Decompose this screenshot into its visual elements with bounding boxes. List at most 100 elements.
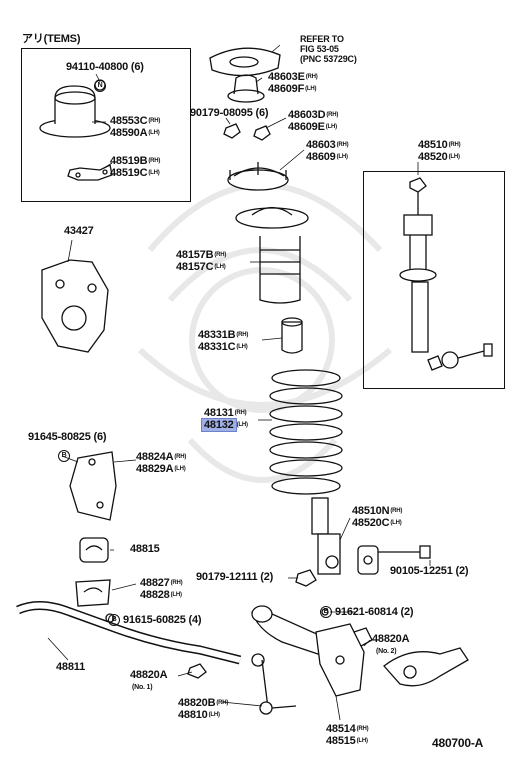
label-48510-text: 48510 xyxy=(418,139,448,151)
tag-lh: (LH) xyxy=(236,422,248,428)
label-48519b-text: 48519B xyxy=(110,155,148,167)
tag-rh: (RH) xyxy=(390,508,403,514)
label-90179-12111: 90179-12111 (2) xyxy=(196,571,274,583)
bump-stopper xyxy=(281,317,303,354)
components xyxy=(16,47,493,715)
tag-lh: (LH) xyxy=(325,124,337,130)
dust-boot xyxy=(235,206,309,304)
refer-line3: (PNC 53729C) xyxy=(300,54,357,64)
label-48820a-no1-text: 48820A xyxy=(130,669,168,681)
tag-rh: (RH) xyxy=(214,252,227,258)
label-48331b: 48331B(RH) xyxy=(198,330,248,341)
tag-lh: (LH) xyxy=(214,264,226,270)
label-48603e: 48603E(RH) xyxy=(268,72,318,83)
stabilizer-link xyxy=(251,653,297,715)
label-90179-08095: 90179-08095 (6) xyxy=(190,107,269,119)
tag-rh: (RH) xyxy=(234,410,247,416)
tag-lh: (LH) xyxy=(148,170,160,176)
label-48520c: 48520C(LH) xyxy=(352,518,402,529)
label-48131: 48131(RH) xyxy=(204,408,247,419)
label-48609-text: 48609 xyxy=(306,151,336,163)
label-48514-text: 48514 xyxy=(326,723,356,735)
nut-48820a-no1 xyxy=(187,663,207,679)
label-48157c-text: 48157C xyxy=(176,261,214,273)
refer-note: REFER TO FIG 53-05 (PNC 53729C) xyxy=(300,34,357,64)
shock-absorber-main xyxy=(311,497,341,575)
label-48609e: 48609E(LH) xyxy=(288,122,337,133)
label-48603e-text: 48603E xyxy=(268,71,305,83)
watermark-emblem xyxy=(137,182,392,483)
label-48815: 48815 xyxy=(130,543,160,555)
label-48520c-text: 48520C xyxy=(352,517,390,529)
tag-rh: (RH) xyxy=(170,580,183,586)
label-48820a-no1: 48820A xyxy=(130,669,168,681)
label-48824a-text: 48824A xyxy=(136,451,174,463)
label-48515: 48515(LH) xyxy=(326,736,368,747)
label-48157b: 48157B(RH) xyxy=(176,250,226,261)
label-48824a: 48824A(RH) xyxy=(136,452,186,463)
coil-spring xyxy=(269,369,343,495)
label-48827-text: 48827 xyxy=(140,577,170,589)
tag-lh: (LH) xyxy=(236,344,248,350)
tag-rh: (RH) xyxy=(356,726,369,732)
tag-lh: (LH) xyxy=(148,130,160,136)
nut-small-2 xyxy=(253,125,271,141)
label-48331c-text: 48331C xyxy=(198,341,236,353)
tag-rh: (RH) xyxy=(148,118,161,124)
label-48820b: 48820B(RH) xyxy=(178,698,228,709)
label-48157c: 48157C(LH) xyxy=(176,262,226,273)
tag-rh: (RH) xyxy=(326,112,339,118)
label-91645: 91645-80825 (6) xyxy=(28,431,107,443)
label-94110: 94110-40800 (6) xyxy=(66,61,144,73)
stabilizer-bracket xyxy=(69,451,117,521)
label-48609: 48609(LH) xyxy=(306,152,348,163)
label-43427: 43427 xyxy=(64,225,94,237)
tag-rh: (RH) xyxy=(305,74,318,80)
tag-no1: (No. 1) xyxy=(132,684,153,691)
b-circle-icon: B xyxy=(108,614,120,626)
tag-lh: (LH) xyxy=(174,466,186,472)
tag-rh: (RH) xyxy=(216,700,229,706)
label-48331b-text: 48331B xyxy=(198,329,236,341)
label-48829a-text: 48829A xyxy=(136,463,174,475)
b-circle-icon: B xyxy=(320,606,332,618)
label-48820a-no2-text: 48820A xyxy=(372,633,410,645)
tag-lh: (LH) xyxy=(356,738,368,744)
tag-rh: (RH) xyxy=(336,142,349,148)
label-48827: 48827(RH) xyxy=(140,577,183,589)
label-48828: 48828(LH) xyxy=(140,590,182,601)
knuckle-bracket xyxy=(315,623,365,697)
tag-lh: (LH) xyxy=(305,86,317,92)
tag-rh: (RH) xyxy=(174,454,187,460)
label-48510n-text: 48510N xyxy=(352,505,390,517)
tag-lh: (LH) xyxy=(390,520,402,526)
tag-lh: (LH) xyxy=(208,712,220,718)
label-48603-text: 48603 xyxy=(306,139,336,151)
label-48811: 48811 xyxy=(56,661,85,673)
label-48820a-no2: 48820A xyxy=(372,633,410,645)
label-48820b-text: 48820B xyxy=(178,697,216,709)
n-circle-icon: N xyxy=(94,80,106,92)
nut-90179-12111 xyxy=(295,569,317,587)
tag-lh: (LH) xyxy=(336,154,348,160)
label-91621-text: 91621-60814 (2) xyxy=(335,605,414,618)
bolt-90105 xyxy=(378,545,431,559)
label-48603d-text: 48603D xyxy=(288,109,326,121)
b-badge-1: B xyxy=(58,450,73,462)
label-48829a: 48829A(LH) xyxy=(136,464,186,475)
refer-line2: FIG 53-05 xyxy=(300,44,339,54)
tag-no2: (No. 2) xyxy=(376,648,397,655)
stabilizer-bushing xyxy=(79,537,109,563)
tems-box xyxy=(21,48,191,202)
label-48510: 48510(RH) xyxy=(418,139,461,151)
label-48132-highlighted[interactable]: 48132 xyxy=(201,418,237,432)
label-48828-text: 48828 xyxy=(140,589,170,601)
bracket-43427 xyxy=(41,259,109,353)
label-48609f-text: 48609F xyxy=(268,83,305,95)
tems-bracket xyxy=(67,164,113,181)
label-48157b-text: 48157B xyxy=(176,249,214,261)
label-48132[interactable]: 48132(LH) xyxy=(201,418,248,432)
label-48331c: 48331C(LH) xyxy=(198,342,248,353)
